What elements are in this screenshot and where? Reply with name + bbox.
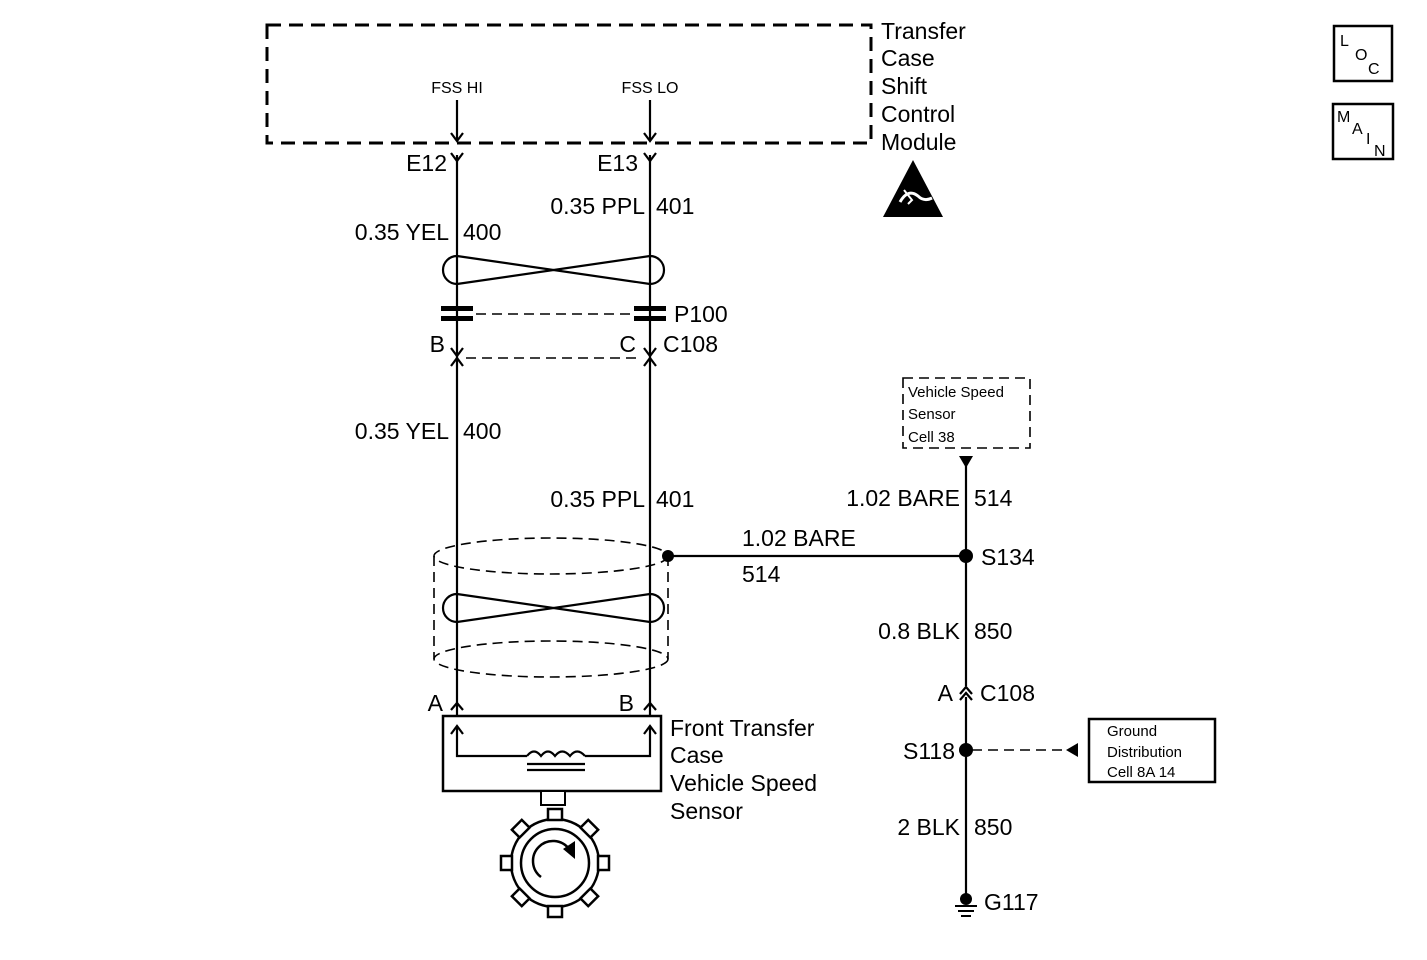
sensor-connector: [450, 701, 657, 711]
drain-wire-size: 1.02 BARE: [742, 525, 856, 551]
ground-reference-box: [1087, 717, 1217, 784]
wire-label-circuit: 514: [974, 485, 1013, 511]
ground-reference-line: Distribution: [1107, 744, 1182, 761]
module-name: Transfer Case Shift Control Module: [881, 18, 966, 155]
ground-icon: [955, 893, 977, 917]
c108-upper-pin-b: B: [430, 331, 445, 357]
connector-c108-right: C108: [980, 680, 1035, 706]
main-letter: M: [1337, 109, 1350, 126]
p100-grommet: [441, 306, 666, 321]
main-letter: I: [1366, 131, 1370, 148]
module-name-line: Shift: [881, 73, 928, 99]
loc-letter: C: [1368, 61, 1380, 78]
connector-c108-upper: C108: [663, 331, 718, 357]
ground-reference-line: Cell 8A 14: [1107, 764, 1175, 781]
c108-upper-connector: [450, 347, 657, 367]
terminal-e12: E12: [406, 150, 447, 176]
wire-label-circuit: 400: [463, 219, 501, 245]
sensor-name-line: Vehicle Speed: [670, 770, 817, 796]
terminal-e13: E13: [597, 150, 638, 176]
c108-upper-pin-c: C: [619, 331, 636, 357]
twisted-pair-upper: [441, 254, 666, 286]
vss-reference-line: Cell 38: [908, 429, 955, 446]
main-letter: N: [1374, 143, 1386, 160]
wire-yel-400: [450, 100, 464, 716]
main-button[interactable]: M A I N: [1331, 102, 1395, 161]
sensor-name-line: Case: [670, 742, 724, 768]
splice-s118: S118: [903, 738, 955, 764]
speed-sensor: [441, 714, 663, 806]
module-name-line: Module: [881, 129, 956, 155]
ground-ref-arrow: [1066, 743, 1078, 757]
drain-wire: [662, 550, 966, 562]
sensor-name: Front Transfer Case Vehicle Speed Sensor: [670, 715, 817, 824]
c108-right-pin-a: A: [938, 680, 954, 706]
wire-label-size: 2 BLK: [897, 814, 960, 840]
wire-ppl-401: [643, 100, 657, 716]
module-box: [265, 23, 873, 145]
sensor-name-line: Sensor: [670, 798, 743, 824]
vss-reference-line: Vehicle Speed: [908, 384, 1004, 401]
wire-ground-path: [959, 456, 973, 896]
wire-label-size: 0.35 YEL: [355, 418, 449, 444]
sensor-name-line: Front Transfer: [670, 715, 815, 741]
wire-label-circuit: 401: [656, 193, 694, 219]
wire-label-circuit: 850: [974, 618, 1012, 644]
module-name-line: Transfer: [881, 18, 966, 44]
loc-letter: O: [1355, 47, 1367, 64]
wire-label-size: 0.8 BLK: [878, 618, 960, 644]
loc-letter: L: [1340, 33, 1349, 50]
pin-fss-lo: FSS LO: [622, 80, 679, 97]
sensor-pin-a: A: [428, 690, 444, 716]
wire-label-circuit: 400: [463, 418, 501, 444]
reluctor-wheel-icon: [499, 807, 611, 919]
loc-button[interactable]: L O C: [1332, 24, 1394, 83]
sensor-pin-b: B: [619, 690, 634, 716]
wire-label-circuit: 850: [974, 814, 1012, 840]
wire-label-circuit: 401: [656, 486, 694, 512]
wire-label-size: 0.35 PPL: [550, 193, 645, 219]
vss-reference-box: [902, 377, 1031, 449]
connector-p100: P100: [674, 301, 728, 327]
pin-fss-hi: FSS HI: [431, 80, 483, 97]
splice-s134: S134: [981, 544, 1035, 570]
ground-reference-line: Ground: [1107, 723, 1157, 740]
twisted-pair-lower: [441, 592, 666, 624]
wire-label-size: 0.35 YEL: [355, 219, 449, 245]
ground-g117: G117: [984, 889, 1039, 915]
module-name-line: Case: [881, 45, 935, 71]
vss-reference-line: Sensor: [908, 406, 956, 423]
wire-label-size: 0.35 PPL: [550, 486, 645, 512]
wire-label-size: 1.02 BARE: [846, 485, 960, 511]
esd-warning-icon: [883, 160, 943, 217]
drain-wire-circuit: 514: [742, 561, 781, 587]
module-name-line: Control: [881, 101, 955, 127]
main-letter: A: [1352, 121, 1363, 138]
